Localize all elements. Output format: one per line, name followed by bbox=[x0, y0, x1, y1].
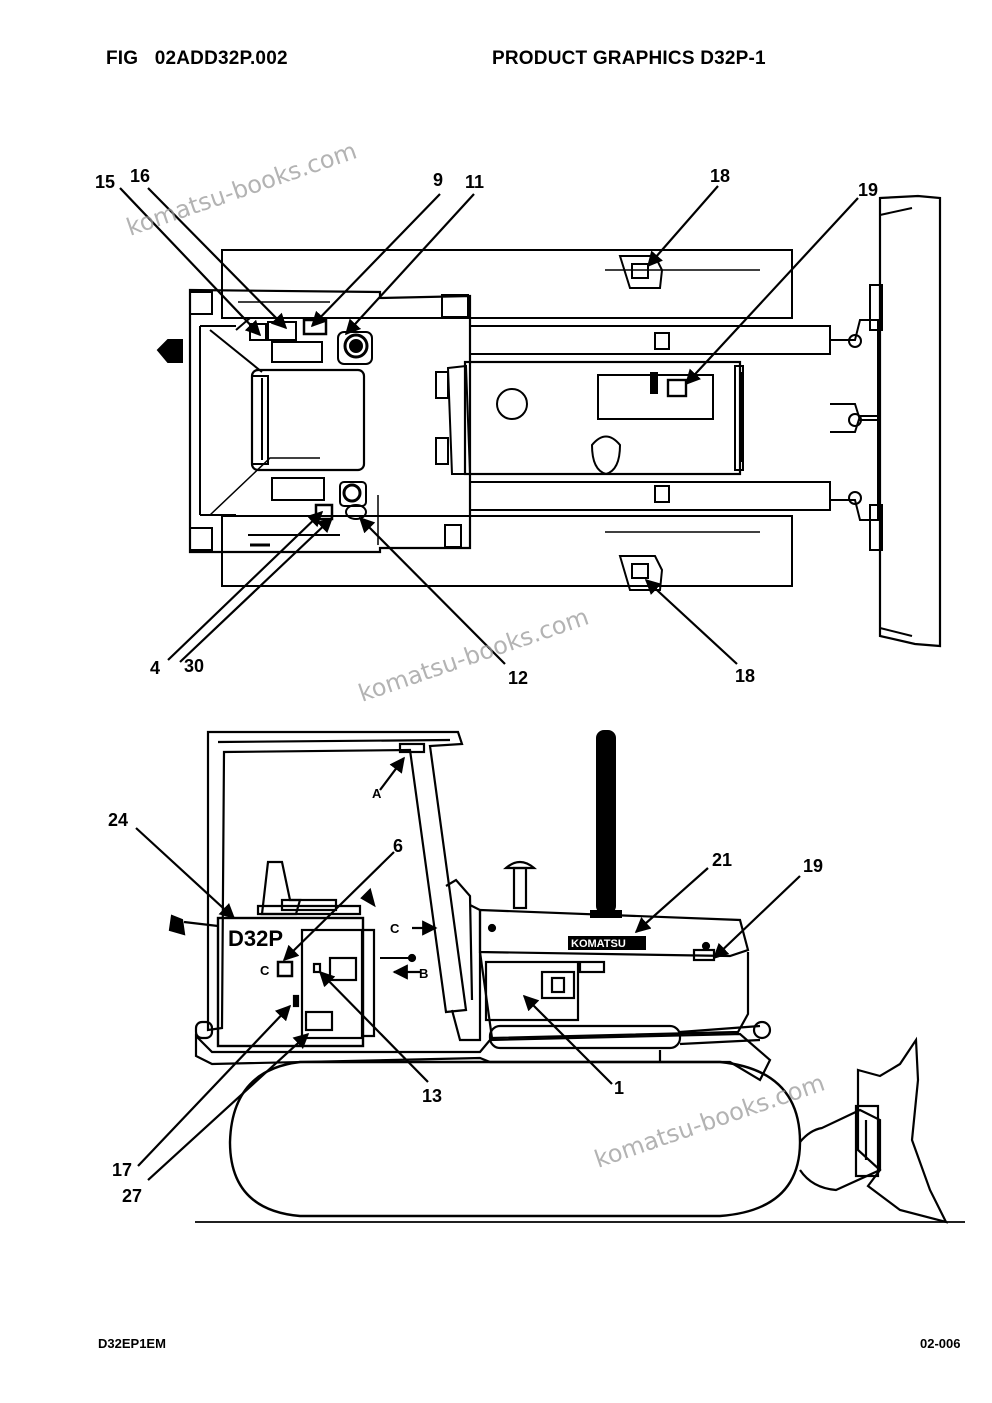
document-code: D32EP1EM bbox=[98, 1336, 166, 1351]
figure-code: FIG 02ADD32P.002 bbox=[106, 48, 288, 70]
top-view bbox=[156, 194, 942, 648]
callout-19-side: 19 bbox=[803, 856, 823, 876]
operator-seat bbox=[250, 368, 366, 472]
side-view-leaders bbox=[135, 756, 801, 1181]
left-track bbox=[221, 249, 793, 319]
top-view-callouts: 15 16 9 11 18 19 4 30 12 18 bbox=[95, 166, 878, 688]
watermark-1: komatsu-books.com bbox=[123, 137, 360, 242]
top-view-leaders bbox=[119, 185, 859, 665]
brand-decal: KOMATSU bbox=[571, 938, 626, 950]
figure-number: 02ADD32P.002 bbox=[154, 48, 288, 69]
blade-side bbox=[856, 1036, 949, 1224]
figure-prefix: FIG bbox=[106, 48, 139, 69]
side-view-callouts: 24 6 21 19 13 1 17 27 bbox=[108, 810, 823, 1206]
callout-9: 9 bbox=[433, 170, 443, 190]
mark-c: C bbox=[260, 963, 270, 978]
callout-6: 6 bbox=[393, 836, 403, 856]
page-number: 02-006 bbox=[920, 1336, 961, 1351]
callout-4: 4 bbox=[150, 658, 160, 678]
callout-27: 27 bbox=[122, 1186, 142, 1206]
callout-18-top: 18 bbox=[710, 166, 730, 186]
callout-16: 16 bbox=[130, 166, 150, 186]
callout-17: 17 bbox=[112, 1160, 132, 1180]
exhaust-stack bbox=[596, 730, 616, 914]
callout-24: 24 bbox=[108, 810, 128, 830]
track bbox=[228, 1060, 802, 1218]
callout-15: 15 bbox=[95, 172, 115, 192]
view-a-label: A bbox=[372, 786, 382, 801]
side-view bbox=[168, 730, 965, 1224]
operator-deck bbox=[188, 288, 472, 554]
callout-13: 13 bbox=[422, 1086, 442, 1106]
engine-hood bbox=[463, 360, 742, 476]
callout-12: 12 bbox=[508, 668, 528, 688]
callout-30: 30 bbox=[184, 656, 204, 676]
watermark-3: komatsu-books.com bbox=[591, 1069, 828, 1174]
blade bbox=[878, 194, 942, 648]
view-c-label: C bbox=[390, 921, 400, 936]
callout-1: 1 bbox=[614, 1078, 624, 1098]
callout-11: 11 bbox=[465, 172, 484, 192]
page-title: PRODUCT GRAPHICS D32P-1 bbox=[492, 48, 766, 69]
watermark-2: komatsu-books.com bbox=[355, 603, 592, 708]
callout-18-bottom: 18 bbox=[735, 666, 755, 686]
view-b-label: B bbox=[419, 966, 428, 981]
callout-21: 21 bbox=[712, 850, 732, 870]
rops-canopy bbox=[206, 730, 468, 1032]
model-decal: D32P bbox=[228, 926, 283, 951]
callout-19-top: 19 bbox=[858, 180, 878, 200]
